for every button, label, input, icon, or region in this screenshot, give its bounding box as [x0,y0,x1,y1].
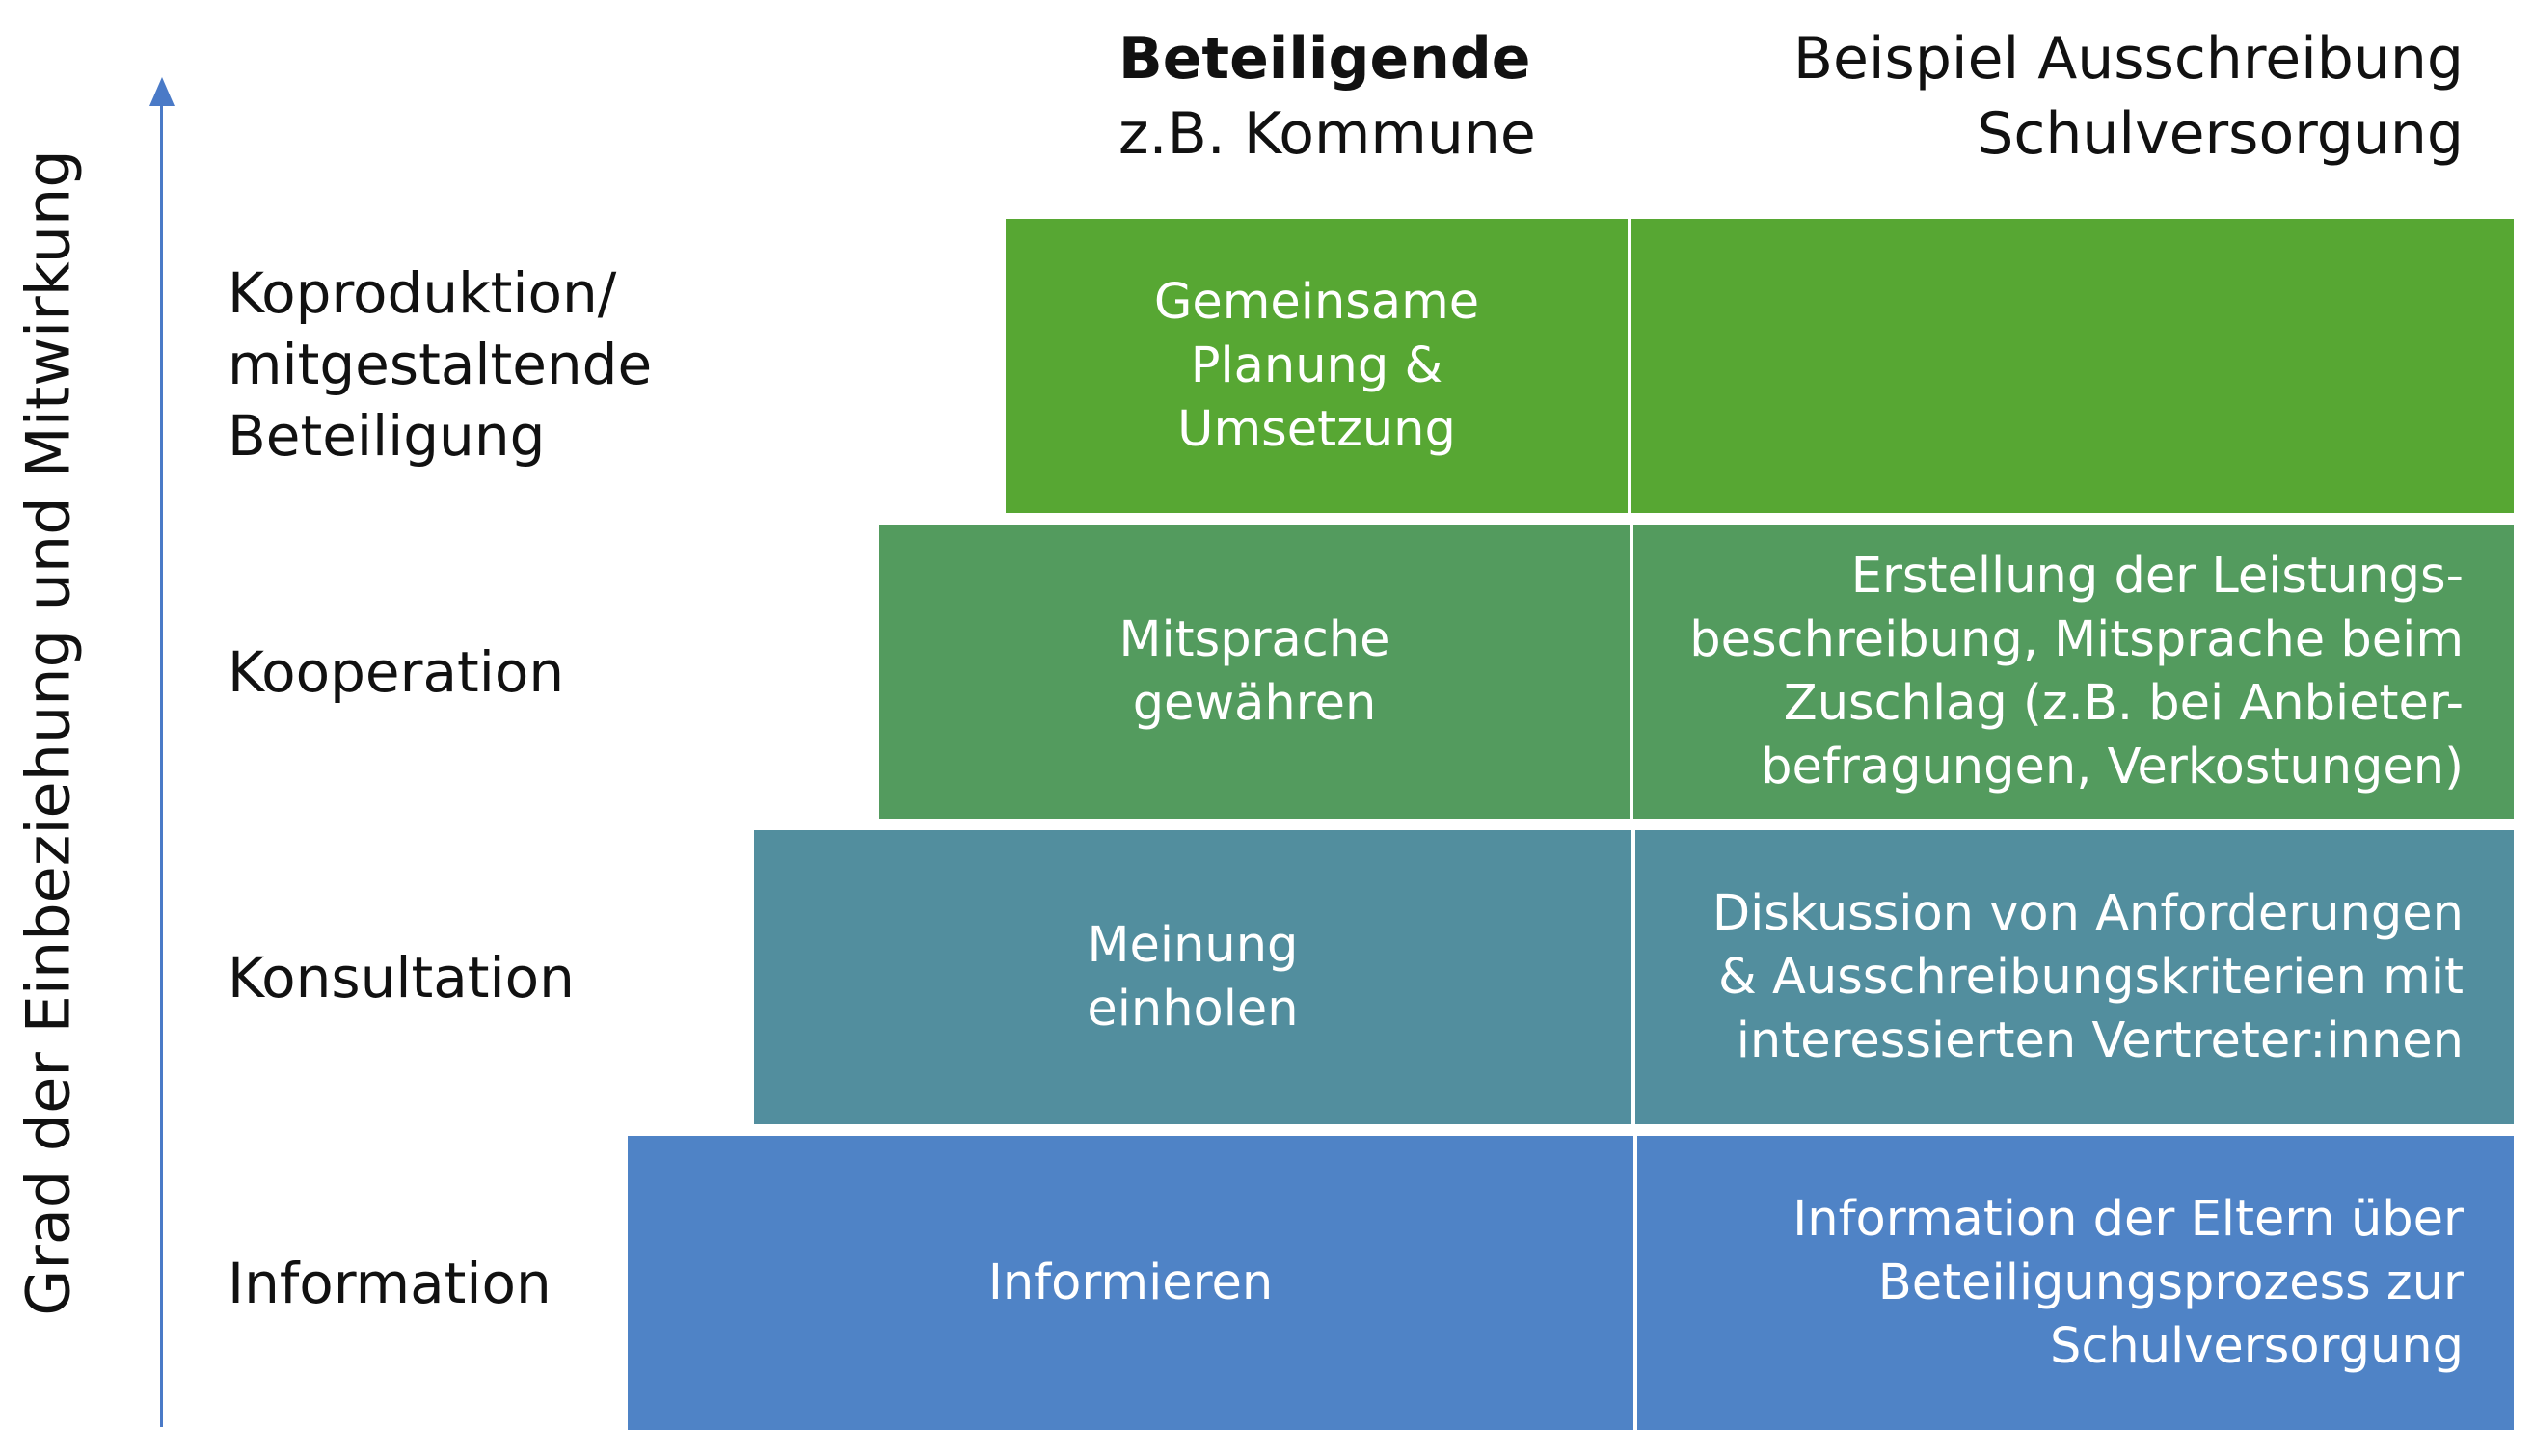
action-text-information: Informieren [987,1254,1274,1311]
example-text-kooperation: Erstellung der Leistungs- beschreibung, … [1689,547,2464,795]
level-label-konsultation: Konsultation [228,945,575,1011]
example-cell-koproduktion [1631,219,2514,513]
action-cell-koproduktion: Gemeinsame Planung & Umsetzung [1006,219,1628,513]
column-header-participants: Beteiligende z.B. Kommune [1118,21,1536,172]
column-header-participants-title: Beteiligende [1118,25,1531,93]
axis-arrow-head [149,77,175,106]
column-header-example-line2: Schulversorgung [1977,100,2464,168]
column-header-example-line1: Beispiel Ausschreibung [1792,25,2464,93]
action-text-konsultation: Meinung einholen [1087,916,1299,1038]
example-text-konsultation: Diskussion von Anforderungen & Ausschrei… [1711,884,2464,1069]
level-label-koproduktion: Koproduktion/ mitgestaltende Beteiligung [228,260,653,469]
column-header-example: Beispiel Ausschreibung Schulversorgung [1793,21,2464,172]
vertical-axis-line [160,87,163,1427]
example-cell-information: Information der Eltern über Beteiligungs… [1637,1136,2514,1430]
action-text-koproduktion: Gemeinsame Planung & Umsetzung [1153,273,1480,458]
level-label-kooperation: Kooperation [228,639,565,705]
action-text-kooperation: Mitsprache gewähren [1118,610,1390,732]
action-cell-kooperation: Mitsprache gewähren [879,525,1630,819]
action-cell-konsultation: Meinung einholen [754,830,1631,1124]
column-header-participants-subtitle: z.B. Kommune [1118,100,1536,168]
axis-label: Grad der Einbeziehung und Mitwirkung [13,149,84,1316]
level-label-information: Information [228,1251,552,1316]
action-cell-information: Informieren [628,1136,1633,1430]
example-cell-konsultation: Diskussion von Anforderungen & Ausschrei… [1635,830,2514,1124]
example-text-information: Information der Eltern über Beteiligungs… [1792,1190,2464,1375]
example-cell-kooperation: Erstellung der Leistungs- beschreibung, … [1633,525,2514,819]
